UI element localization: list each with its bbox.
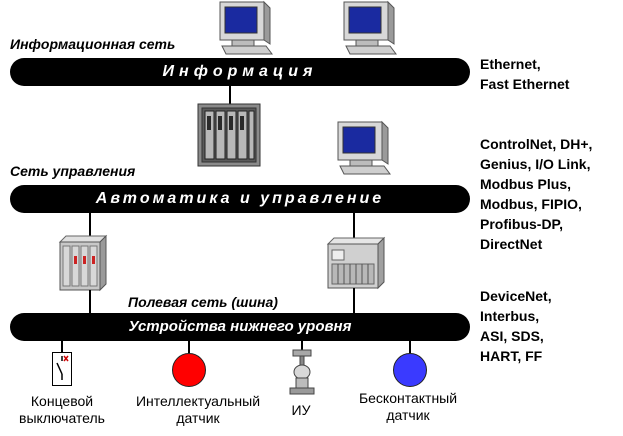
protocol-line: DirectNet — [480, 236, 543, 252]
controller-icon — [326, 236, 386, 290]
workstation-1-icon — [219, 0, 273, 55]
protocol-line: Modbus Plus, — [480, 176, 571, 192]
connector-line — [301, 341, 303, 351]
protocol-line: Interbus, — [480, 308, 540, 324]
protocol-line: ControlNet, DH+, — [480, 136, 593, 152]
proximity-sensor-caption: Бесконтактный датчик — [340, 390, 476, 424]
protocol-line: Modbus, FIPIO, — [480, 196, 582, 212]
workstation-3-icon — [337, 120, 391, 175]
io-module-icon — [58, 234, 108, 292]
connector-line — [89, 213, 91, 239]
limit-switch-icon — [52, 352, 72, 386]
connector-line — [61, 341, 63, 353]
caption-line: выключатель — [19, 410, 105, 426]
smart-sensor-icon — [172, 353, 206, 387]
protocol-line: Genius, I/O Link, — [480, 156, 591, 172]
caption-line: ИУ — [291, 402, 311, 418]
field-bus-label: Устройства нижнего уровня — [128, 318, 352, 335]
caption-line: датчик — [386, 407, 430, 423]
control-protocols: ControlNet, DH+, Genius, I/O Link, Modbu… — [480, 134, 592, 254]
connector-line — [353, 213, 355, 241]
caption-line: Бесконтактный — [358, 390, 458, 406]
connector-line — [353, 288, 355, 314]
connector-line — [89, 290, 91, 314]
protocol-line: Fast Ethernet — [480, 76, 570, 92]
connector-line — [229, 86, 231, 106]
workstation-2-icon — [343, 0, 397, 55]
protocol-line: Ethernet, — [480, 56, 541, 72]
connector-line — [188, 341, 190, 353]
protocol-line: Profibus-DP, — [480, 216, 563, 232]
information-bus-label: Информация — [162, 63, 318, 80]
information-protocols: Ethernet, Fast Ethernet — [480, 54, 569, 94]
actuator-valve-icon — [289, 349, 315, 395]
control-bus-label: Автоматика и управление — [95, 190, 385, 207]
protocol-line: DeviceNet, — [480, 288, 552, 304]
protocol-line: HART, FF — [480, 348, 543, 364]
information-bus: Информация — [10, 58, 470, 86]
information-network-title: Информационная сеть — [10, 36, 176, 52]
actuator-caption: ИУ — [276, 402, 326, 419]
proximity-sensor-icon — [393, 353, 427, 387]
field-bus: Устройства нижнего уровня — [10, 313, 470, 341]
control-network-title: Сеть управления — [10, 163, 136, 179]
caption-line: Концевой — [30, 393, 94, 409]
field-protocols: DeviceNet, Interbus, ASI, SDS, HART, FF — [480, 286, 552, 366]
smart-sensor-caption: Интеллектуальный датчик — [118, 393, 278, 427]
caption-line: датчик — [176, 410, 220, 426]
connector-line — [409, 341, 411, 353]
control-bus: Автоматика и управление — [10, 185, 470, 213]
limit-switch-caption: Концевой выключатель — [2, 393, 122, 427]
field-network-title: Полевая сеть (шина) — [128, 294, 278, 310]
caption-line: Интеллектуальный — [135, 393, 261, 409]
protocol-line: ASI, SDS, — [480, 328, 544, 344]
plc-rack-icon — [197, 103, 261, 167]
